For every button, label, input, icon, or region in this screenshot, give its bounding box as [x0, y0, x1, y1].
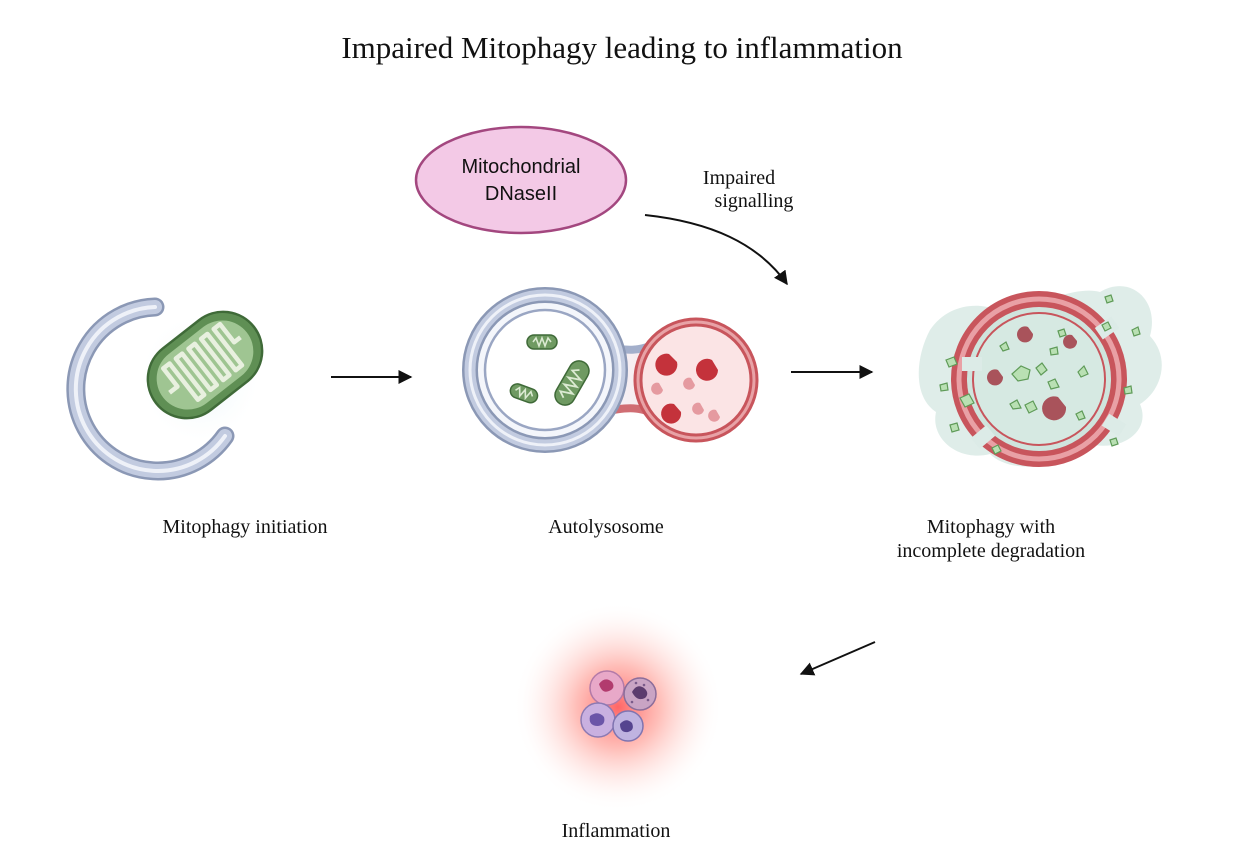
inflammation-illustration [513, 602, 723, 812]
dnaseii-label-line2: DNaseII [485, 183, 557, 205]
diagram-title: Impaired Mitophagy leading to inflammati… [341, 30, 903, 65]
phagophore-icon [66, 297, 235, 481]
immune-cell-icon [612, 710, 644, 742]
leaky-lysosome-icon [918, 286, 1162, 467]
dnaseii-label-line1: Mitochondrial [462, 156, 581, 178]
stage4-label: Inflammation [562, 820, 671, 842]
immune-cell-icon [589, 670, 625, 706]
stage3-label-line1: Mitophagy with [927, 516, 1055, 538]
stage1-label: Mitophagy initiation [163, 516, 328, 538]
arrow-degradation-to-inflammation [799, 641, 876, 676]
mitochondrion-icon [554, 360, 590, 406]
mitochondrion-icon [146, 310, 264, 420]
lysosome-enzyme-icon [651, 353, 720, 424]
immune-cell-icon [580, 702, 616, 738]
mitophagy-initiation-illustration [66, 297, 264, 481]
stage3-label-line2: incomplete degradation [897, 540, 1085, 562]
mitochondrion-icon [509, 383, 539, 404]
arrow-impaired-signalling [644, 214, 788, 286]
dnaseii-node: Mitochondrial DNaseII [414, 125, 628, 235]
impaired-signalling-line2: signalling [715, 190, 794, 212]
impaired-signalling-line1: Impaired [703, 167, 775, 189]
mitochondrion-icon [526, 334, 558, 350]
stage2-label: Autolysosome [548, 516, 664, 538]
immune-cell-icon [623, 677, 657, 711]
autolysosome-icon [462, 287, 759, 453]
